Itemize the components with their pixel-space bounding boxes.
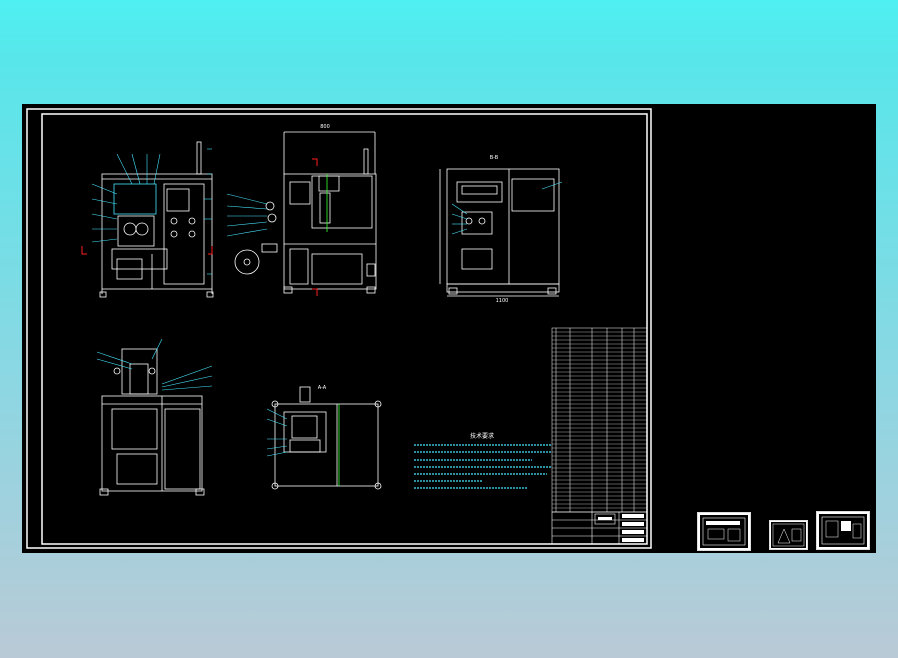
outer-border xyxy=(26,108,652,549)
dimension-top: 800 xyxy=(320,124,330,130)
rear-view-leaders xyxy=(451,181,563,235)
section-view-left xyxy=(99,348,205,496)
rear-view-section-label: B-B xyxy=(490,155,499,161)
title-block xyxy=(551,511,648,545)
front-view xyxy=(99,141,214,298)
side-view-section-marks xyxy=(312,158,318,296)
front-view-leaders xyxy=(91,148,212,275)
cad-viewport[interactable]: 800 B-B 1100 xyxy=(22,104,876,553)
front-view-section-marks xyxy=(81,246,213,255)
top-view xyxy=(271,386,382,490)
technical-notes-title: 技术要求 xyxy=(470,432,494,440)
sheet-thumbnail-3[interactable] xyxy=(816,511,870,550)
dimension-right: 1100 xyxy=(496,298,509,304)
title-block-fill xyxy=(598,514,644,542)
cad-drawing: 800 B-B 1100 xyxy=(26,108,652,549)
technical-notes-lines xyxy=(414,444,552,489)
sheet-thumbnail-1[interactable] xyxy=(697,512,751,551)
top-view-section-label: A-A xyxy=(318,385,327,391)
sheet-thumbnail-2[interactable] xyxy=(769,520,808,550)
top-view-leaders xyxy=(266,408,288,457)
section-view-left-leaders xyxy=(96,338,213,391)
side-view xyxy=(234,131,377,294)
side-view-leaders xyxy=(226,193,268,237)
rear-view xyxy=(439,168,560,297)
parts-list-rows xyxy=(552,331,647,509)
